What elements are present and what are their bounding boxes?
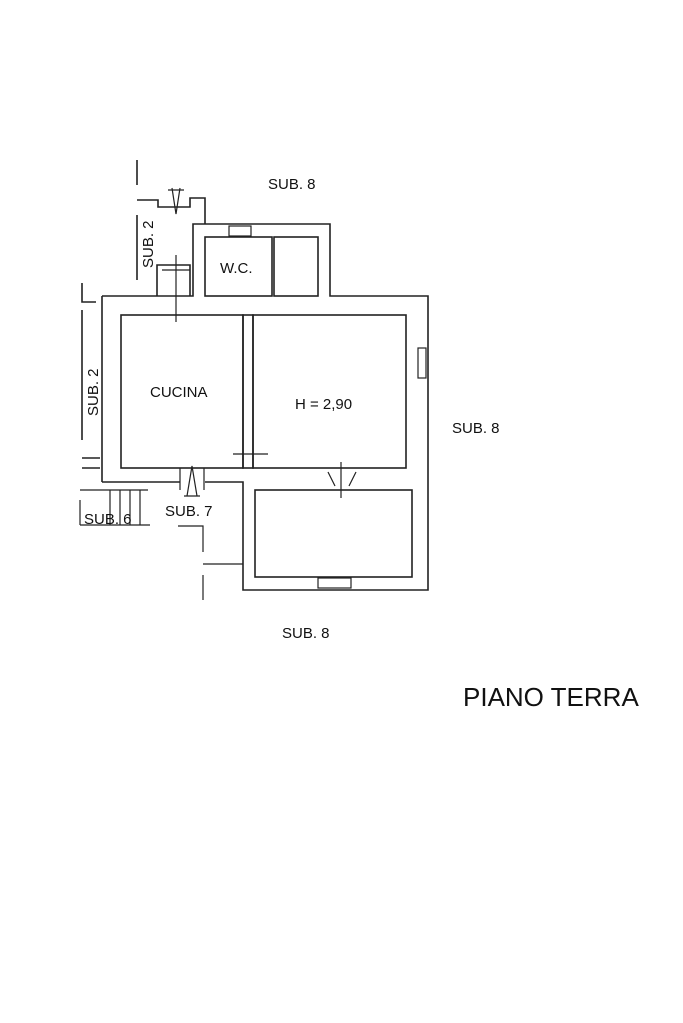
label-sub8-right: SUB. 8 <box>452 420 500 437</box>
plan-title: PIANO TERRA <box>463 682 639 712</box>
label-sub2-upper: SUB. 2 <box>140 220 157 268</box>
room-lower <box>254 489 413 578</box>
label-sub7: SUB. 7 <box>165 503 213 520</box>
label-height: H = 2,90 <box>295 396 352 413</box>
entrance-arrow <box>179 465 205 497</box>
walls <box>79 160 429 600</box>
room-main <box>252 314 407 469</box>
entrance-arrow <box>168 187 184 215</box>
partition <box>242 314 254 469</box>
labels: SUB. 8 SUB. 2 W.C. SUB. 2 CUCINA H = 2,9… <box>84 176 639 712</box>
label-sub2-left: SUB. 2 <box>85 368 102 416</box>
label-sub8-top: SUB. 8 <box>268 176 316 193</box>
outer-wall <box>102 223 429 591</box>
stair-block <box>156 264 191 296</box>
label-wc: W.C. <box>220 260 253 277</box>
door-markers <box>162 255 357 498</box>
window <box>228 225 252 237</box>
room-wc <box>204 236 273 297</box>
room-annex <box>273 236 319 297</box>
window <box>317 577 352 589</box>
boundary-line <box>81 283 96 303</box>
label-cucina: CUCINA <box>150 384 208 401</box>
boundary-line <box>178 525 243 600</box>
boundary-line <box>82 457 100 469</box>
label-sub8-bottom: SUB. 8 <box>282 625 330 642</box>
upper-entrance <box>137 197 206 224</box>
steps <box>79 489 150 526</box>
label-sub6: SUB. 6 <box>84 511 132 528</box>
window <box>417 347 427 379</box>
